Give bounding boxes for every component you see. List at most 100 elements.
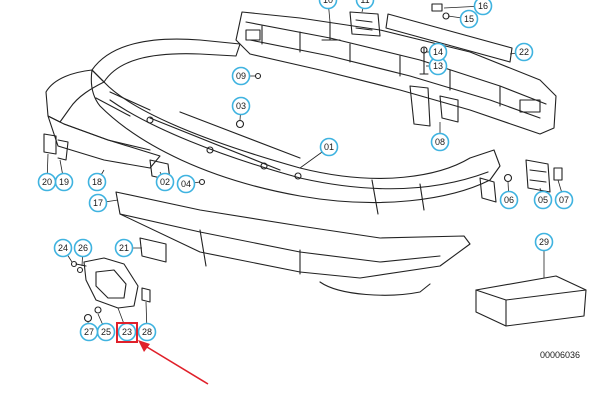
callout-label: 21 — [119, 243, 129, 253]
callout-circle — [231, 96, 251, 116]
callout-circle — [155, 172, 175, 192]
callout-circle — [88, 193, 108, 213]
callout-08: 08 — [430, 132, 450, 152]
callout-23: 23 — [117, 322, 137, 342]
callout-15: 15 — [459, 9, 479, 29]
callout-label: 15 — [464, 14, 474, 24]
callout-label: 14 — [433, 47, 443, 57]
callout-circle — [514, 42, 534, 62]
callout-label: 20 — [42, 177, 52, 187]
callout-25: 25 — [96, 322, 116, 342]
callout-circle — [37, 172, 57, 192]
callout-label: 26 — [78, 243, 88, 253]
callout-circle — [459, 9, 479, 29]
callout-circle — [231, 66, 251, 86]
callout-06: 06 — [499, 190, 519, 210]
callout-04: 04 — [176, 174, 196, 194]
callout-label: 22 — [519, 47, 529, 57]
callout-label: 02 — [160, 177, 170, 187]
bolt-13-14 — [419, 46, 429, 75]
callout-label: 01 — [324, 142, 334, 152]
washer-26 — [76, 266, 84, 274]
callout-label: 09 — [236, 71, 246, 81]
callout-label: 05 — [538, 195, 548, 205]
callout-circle — [73, 238, 93, 258]
accessory-box — [475, 275, 587, 327]
callout-label: 25 — [101, 327, 111, 337]
callout-19: 19 — [54, 172, 74, 192]
callout-label: 16 — [478, 1, 488, 11]
callout-label: 17 — [93, 198, 103, 208]
cap-27 — [83, 313, 93, 323]
callout-label: 04 — [181, 179, 191, 189]
stiffener-bar — [385, 13, 513, 63]
callout-label: 06 — [504, 195, 514, 205]
clip-04 — [198, 178, 206, 186]
reinforcement-beam — [235, 11, 557, 135]
callout-label: 29 — [539, 237, 549, 247]
callout-circle — [176, 174, 196, 194]
callout-01: 01 — [319, 137, 339, 157]
callout-label: 10 — [323, 0, 333, 5]
grille-insert-21 — [139, 237, 167, 263]
callout-20: 20 — [37, 172, 57, 192]
callout-circle — [430, 132, 450, 152]
clip-28 — [141, 287, 151, 303]
callout-16: 16 — [473, 0, 493, 16]
callout-28: 28 — [137, 322, 157, 342]
parts-drawing — [43, 3, 587, 327]
callout-label: 24 — [58, 243, 68, 253]
callout-circle — [355, 0, 375, 10]
reference-number: 00006036 — [540, 350, 580, 360]
callout-label: 18 — [92, 177, 102, 187]
callout-18: 18 — [87, 172, 107, 192]
clip-07 — [553, 167, 563, 181]
callout-14: 14 — [428, 42, 448, 62]
callout-26: 26 — [73, 238, 93, 258]
callout-label: 07 — [559, 195, 569, 205]
side-bracket-05 — [525, 159, 551, 193]
callout-05: 05 — [533, 190, 553, 210]
callout-21: 21 — [114, 238, 134, 258]
nut-15-16 — [431, 3, 450, 20]
nut-25 — [94, 306, 102, 314]
bracket-20-19 — [43, 133, 69, 161]
lower-apron — [115, 191, 471, 296]
callout-label: 08 — [435, 137, 445, 147]
callout-circle — [318, 0, 338, 10]
callout-10: 10 — [318, 0, 338, 10]
callout-circle — [319, 137, 339, 157]
callout-circle — [534, 232, 554, 252]
callout-24: 24 — [53, 238, 73, 258]
callout-07: 07 — [554, 190, 574, 210]
clip-06 — [503, 173, 513, 183]
callout-circle — [137, 322, 157, 342]
callout-circle — [428, 42, 448, 62]
callout-label: 27 — [84, 327, 94, 337]
callout-circle — [79, 322, 99, 342]
screw-24 — [70, 260, 87, 268]
callout-02: 02 — [155, 172, 175, 192]
reflector-holder — [83, 257, 139, 309]
clip-03 — [235, 119, 245, 129]
callout-circle — [87, 172, 107, 192]
mount-bracket — [321, 11, 381, 41]
callout-09: 09 — [231, 66, 251, 86]
callout-circle — [53, 238, 73, 258]
callout-11: 11 — [355, 0, 375, 10]
callout-label: 03 — [236, 101, 246, 111]
callout-17: 17 — [88, 193, 108, 213]
callout-29: 29 — [534, 232, 554, 252]
pointer-arrow — [138, 340, 209, 385]
highlight-box-23 — [116, 322, 138, 343]
callout-27: 27 — [79, 322, 99, 342]
callout-circle — [473, 0, 493, 16]
callout-circle — [114, 238, 134, 258]
callout-circle — [554, 190, 574, 210]
callout-circle — [499, 190, 519, 210]
screw-09 — [254, 72, 262, 80]
bumper-shell — [90, 38, 501, 215]
